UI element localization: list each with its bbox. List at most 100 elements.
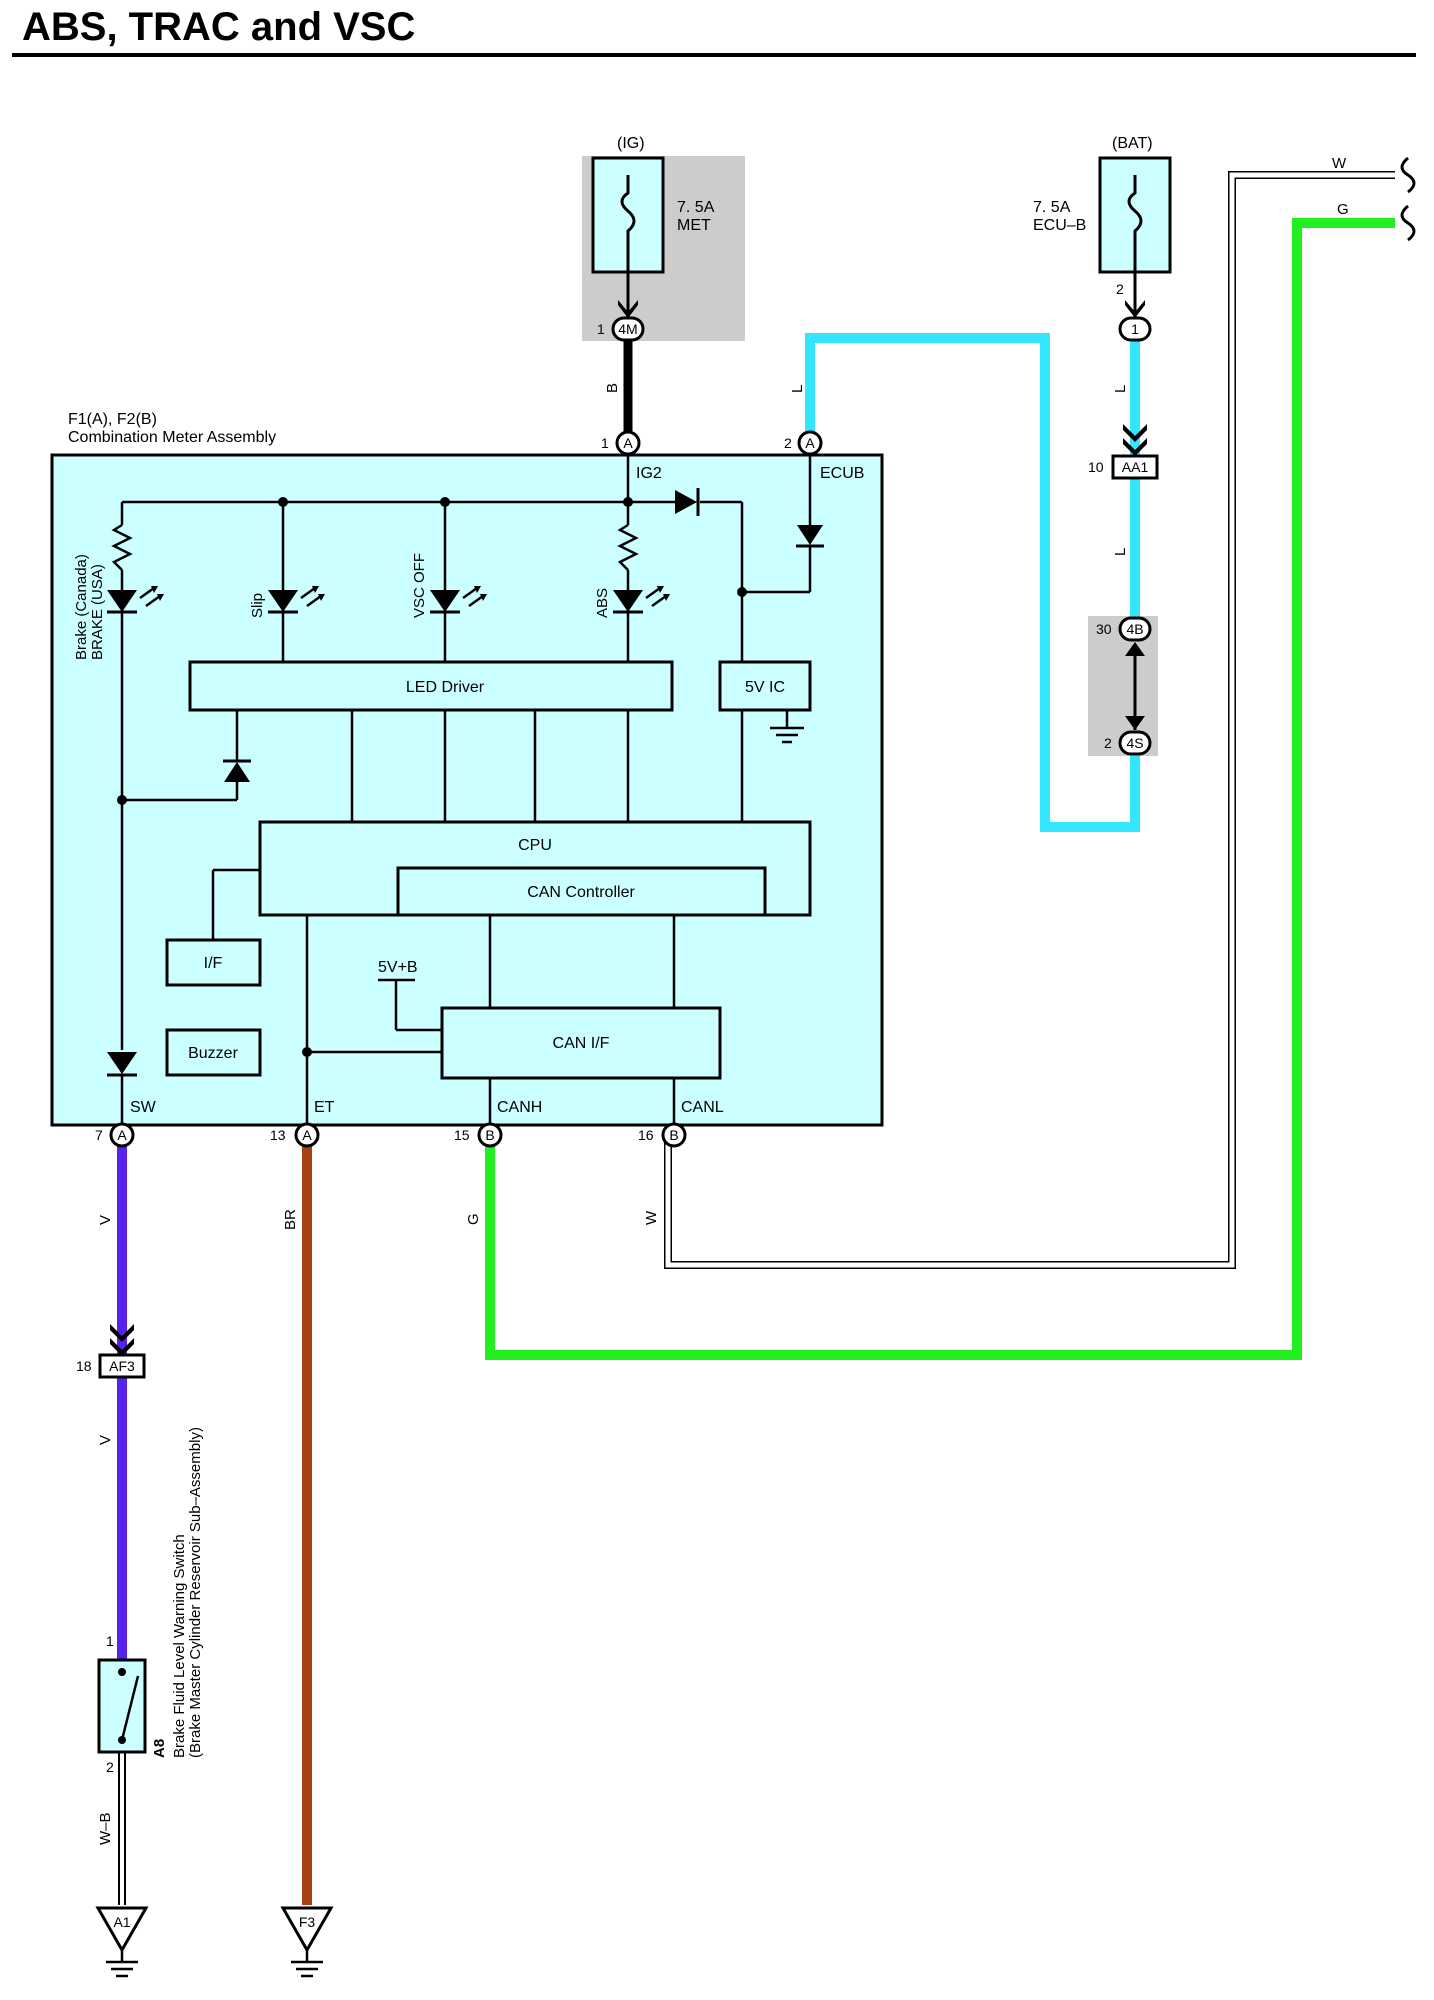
wire-label-v-lower: V [97, 1435, 114, 1445]
connector-4s-label: 4S [1126, 735, 1143, 751]
fuse-ecu-b-source: (BAT) [1112, 135, 1153, 152]
fuse-ecu-b [1098, 156, 1172, 274]
switch-pin1: 1 [106, 1633, 114, 1649]
indicator-brake-line2: BRAKE (USA) [89, 564, 106, 660]
diode-led-driver [223, 759, 251, 782]
connector-1-label: 1 [1131, 321, 1139, 337]
brake-fluid-switch [97, 1658, 147, 1754]
fuse-ecu-b-rating: 7. 5A [1033, 199, 1071, 216]
resistor-brake [111, 523, 133, 571]
terminal-ecub: ECUB [820, 465, 864, 482]
wire-label-l-ecub: L [789, 385, 806, 393]
switch-code: A8 [151, 1739, 168, 1758]
connector-a-et [294, 1122, 320, 1148]
connector-aa1-pin: 10 [1088, 459, 1104, 475]
arrow-4m [618, 300, 638, 318]
indicator-abs: ABS [594, 588, 611, 618]
ground-f3 [280, 1906, 334, 1978]
wire-g-canh [485, 218, 1395, 1360]
wire-label-w-top: W [1332, 155, 1347, 172]
ground-a1-label: A1 [113, 1914, 130, 1930]
junction-4b-4s-area [1088, 616, 1158, 756]
connector-a-ig2-pin: 1 [601, 435, 609, 451]
ground-a1 [95, 1906, 149, 1978]
if-label: I/F [204, 955, 223, 972]
fuse-met-source: (IG) [617, 135, 645, 152]
indicator-vsc-off: VSC OFF [411, 553, 428, 618]
led-vsc-off [430, 586, 487, 614]
buzzer-label: Buzzer [188, 1045, 238, 1062]
wire-l-ecub [805, 333, 1140, 832]
connector-4b-pin: 30 [1096, 621, 1112, 637]
connector-a-sw-label: A [117, 1127, 127, 1143]
connector-b-canh [477, 1122, 503, 1148]
led-abs [613, 586, 670, 614]
connector-b-canh-label: B [485, 1127, 494, 1143]
indicator-slip: Slip [249, 593, 266, 618]
wire-break-g [1400, 204, 1416, 242]
can-controller-label: CAN Controller [527, 884, 635, 901]
wire-label-l-top: L [1112, 385, 1129, 393]
connector-aa1 [1111, 454, 1159, 480]
wire-label-b: B [604, 383, 621, 393]
diode-ig2-ecub [675, 488, 700, 516]
arrow-aa1-b [1123, 438, 1147, 456]
connector-af3 [98, 1353, 146, 1379]
connector-a-et-label: A [302, 1127, 312, 1143]
fuse-met-name: MET [677, 217, 711, 234]
switch-pin2: 2 [106, 1759, 114, 1775]
connector-a-ig2 [615, 430, 641, 456]
v5b-label: 5V+B [378, 959, 418, 976]
switch-name-line2: (Brake Master Cylinder Reservoir Sub–Ass… [187, 1427, 204, 1758]
wire-label-br: BR [282, 1209, 299, 1230]
connector-4s [1118, 730, 1152, 756]
connector-a-ecub-pin: 2 [784, 435, 792, 451]
terminal-canh: CANH [497, 1099, 542, 1116]
led-driver-label: LED Driver [406, 679, 485, 696]
connector-af3-label: AF3 [109, 1358, 135, 1374]
can-if-block [440, 1006, 722, 1080]
resistor-abs [617, 523, 639, 571]
page-title: ABS, TRAC and VSC [22, 5, 415, 49]
connector-4b [1118, 616, 1152, 642]
can-if-label: CAN I/F [553, 1035, 610, 1052]
connector-b-canl [661, 1122, 687, 1148]
terminal-sw: SW [130, 1099, 157, 1116]
if-block [165, 938, 262, 987]
ground-f3-label: F3 [299, 1914, 316, 1930]
connector-b-canl-pin: 16 [638, 1127, 654, 1143]
connector-aa1-label: AA1 [1122, 459, 1149, 475]
connector-a-ig2-label: A [623, 435, 633, 451]
fuse-met-rating: 7. 5A [677, 199, 715, 216]
wire-w-canl [664, 171, 1395, 1269]
arrow-1 [1125, 300, 1145, 318]
diode-ecub [796, 525, 824, 548]
wire-label-g: G [465, 1213, 482, 1225]
connector-a-sw-pin: 7 [95, 1127, 103, 1143]
fuse-met [591, 156, 665, 274]
wire-break-w [1400, 156, 1416, 194]
switch-name-line1: Brake Fluid Level Warning Switch [171, 1534, 188, 1758]
arrow-af3-b [110, 1338, 134, 1356]
terminal-et: ET [314, 1099, 335, 1116]
cpu-label: CPU [518, 837, 552, 854]
connector-a-sw [109, 1122, 135, 1148]
arrow-aa1-a [1123, 424, 1147, 442]
wire-label-l-mid: L [1112, 548, 1129, 556]
junction-4b-4s-arrows [1125, 642, 1145, 730]
connector-4m-label: 4M [618, 321, 637, 337]
fuse-ecu-b-name: ECU–B [1033, 217, 1086, 234]
internal-wiring [120, 455, 812, 1125]
connector-4m [611, 316, 645, 342]
terminal-ig2: IG2 [636, 465, 662, 482]
wire-label-wb: W–B [97, 1812, 114, 1845]
can-controller-block [396, 866, 767, 917]
connector-af3-pin: 18 [76, 1358, 92, 1374]
buzzer-block [165, 1028, 262, 1077]
assembly-name: Combination Meter Assembly [68, 429, 276, 446]
wire-label-v-upper: V [97, 1215, 114, 1225]
connector-a-ecub [797, 430, 823, 456]
connector-4s-pin: 2 [1104, 735, 1112, 751]
